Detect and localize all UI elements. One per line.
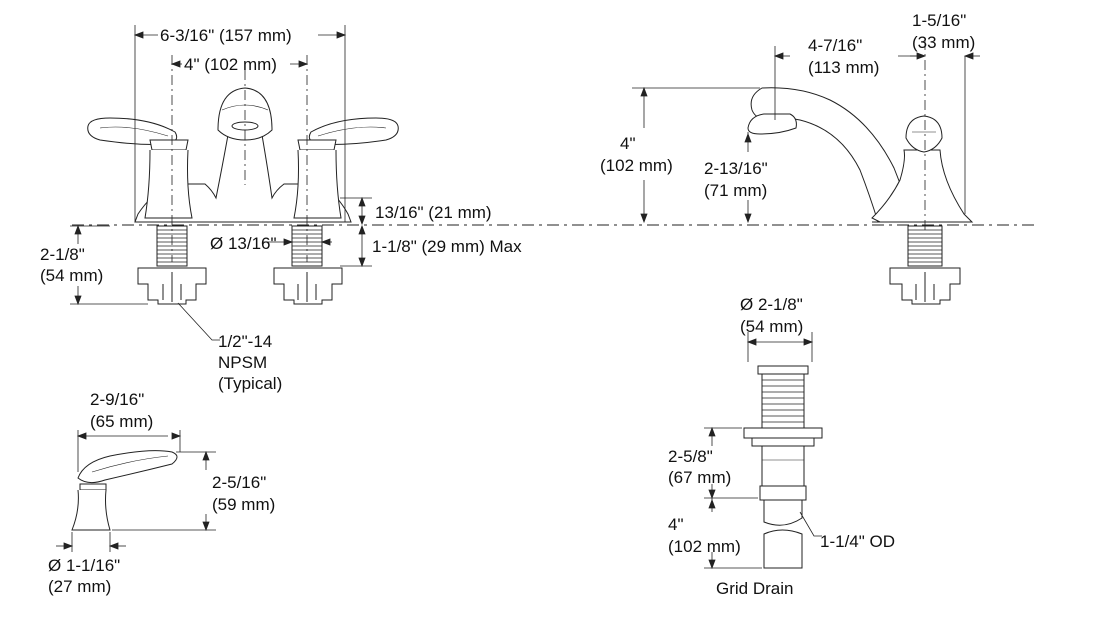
handle-length-label-1: 2-9/16" xyxy=(90,390,145,409)
front-view-dimensions xyxy=(70,25,372,341)
drain-view xyxy=(743,365,823,569)
drain-tail-label-1: 4" xyxy=(668,515,684,534)
handle-view-dimensions xyxy=(56,430,216,552)
reach-label-1: 4-7/16" xyxy=(808,36,863,55)
drain-view-dimensions xyxy=(704,332,822,570)
spout-height-label-2: (102 mm) xyxy=(600,156,673,175)
shank-length-label-2: (54 mm) xyxy=(40,266,104,285)
side-view-dimensions xyxy=(632,40,980,230)
handle-base-label-1: Ø 1-1/16" xyxy=(48,556,121,575)
drain-body-label-1: 2-5/8" xyxy=(668,447,713,466)
reach-label-2: (113 mm) xyxy=(808,58,880,77)
deck-height-label: 13/16" (21 mm) xyxy=(375,203,492,222)
clearance-label-2: (71 mm) xyxy=(704,181,768,200)
thread-label-1: 1/2"-14 xyxy=(218,332,273,351)
drain-od-label: 1-1/4" OD xyxy=(820,532,896,551)
base-label-2: (33 mm) xyxy=(912,33,976,52)
handle-length-label-2: (65 mm) xyxy=(90,412,154,431)
drain-tail-label-2: (102 mm) xyxy=(668,537,741,556)
shank-diameter-label: Ø 13/16" xyxy=(210,234,277,253)
handle-base-label-2: (27 mm) xyxy=(48,577,112,596)
front-view-faucet xyxy=(87,87,399,305)
drain-flange-label-1: Ø 2-1/8" xyxy=(740,295,803,314)
drain-body-label-2: (67 mm) xyxy=(668,468,732,487)
center-spacing-label: 4" (102 mm) xyxy=(184,55,277,74)
drain-flange-label-2: (54 mm) xyxy=(740,317,804,336)
side-view-faucet xyxy=(747,87,974,305)
max-deck-label: 1-1/8" (29 mm) Max xyxy=(372,237,522,256)
base-label-1: 1-5/16" xyxy=(912,11,967,30)
clearance-label-1: 2-13/16" xyxy=(704,159,768,178)
handle-height-label-1: 2-5/16" xyxy=(212,473,267,492)
drain-caption: Grid Drain xyxy=(716,579,794,598)
shank-length-label-1: 2-1/8" xyxy=(40,245,85,264)
handle-view xyxy=(71,450,178,531)
handle-height-label-2: (59 mm) xyxy=(212,495,276,514)
spout-height-label-1: 4" xyxy=(620,134,636,153)
overall-width-label: 6-3/16" (157 mm) xyxy=(160,26,292,45)
thread-label-3: (Typical) xyxy=(218,374,283,393)
thread-label-2: NPSM xyxy=(218,353,268,372)
